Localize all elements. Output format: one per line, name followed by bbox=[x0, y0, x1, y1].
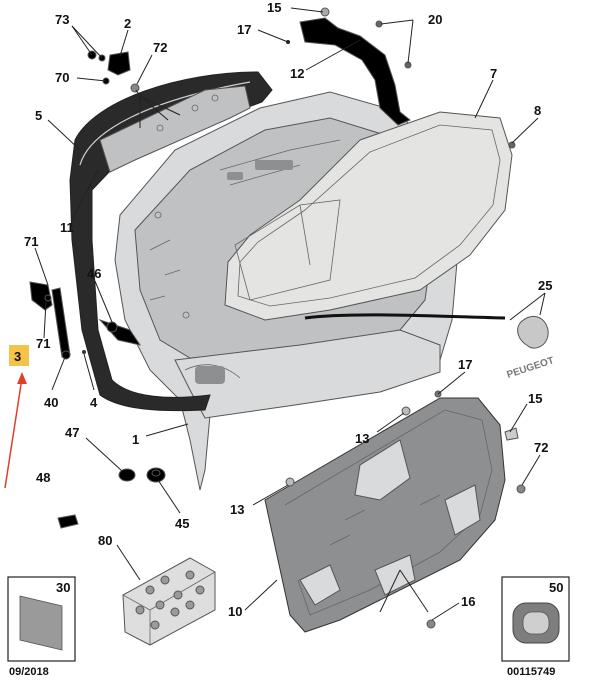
upper-trim-panel bbox=[99, 85, 251, 173]
callout-47: 47 bbox=[65, 425, 79, 440]
callout-5: 5 bbox=[35, 108, 42, 123]
callout-13-lower: 13 bbox=[230, 502, 244, 517]
callout-20: 20 bbox=[428, 12, 442, 27]
hinge-parts-top-left bbox=[87, 50, 131, 85]
callout-8: 8 bbox=[534, 103, 541, 118]
callout-1: 1 bbox=[132, 432, 139, 447]
annotation-arrowhead bbox=[17, 372, 27, 384]
callout-17-top: 17 bbox=[237, 22, 251, 37]
gas-strut bbox=[29, 281, 71, 360]
callout-17-bottom: 17 bbox=[458, 357, 472, 372]
callout-16: 16 bbox=[461, 594, 475, 609]
callout-70: 70 bbox=[55, 70, 69, 85]
highlighted-callout-3: 3 bbox=[9, 345, 29, 366]
rear-glass bbox=[224, 111, 513, 321]
clip-72-top bbox=[130, 83, 140, 93]
clip-kit-box bbox=[122, 557, 216, 646]
peugeot-badge: PEUGEOT bbox=[506, 315, 556, 381]
callout-11: 11 bbox=[60, 220, 74, 235]
inset-box-30: 30 bbox=[7, 576, 76, 662]
wash-tube bbox=[304, 313, 506, 320]
glass-frame-inner bbox=[234, 199, 341, 301]
callout-15-bottom: 15 bbox=[528, 391, 542, 406]
inset-30-caption: 09/2018 bbox=[9, 666, 49, 678]
callout-10: 10 bbox=[228, 604, 242, 619]
callout-46: 46 bbox=[87, 266, 101, 281]
callout-45: 45 bbox=[175, 516, 189, 531]
inset-box-50: 50 bbox=[501, 576, 570, 662]
callout-4: 4 bbox=[90, 395, 98, 410]
callout-2: 2 bbox=[124, 16, 131, 31]
callout-73: 73 bbox=[55, 12, 69, 27]
svg-text:3: 3 bbox=[14, 349, 21, 364]
callout-15-top: 15 bbox=[267, 0, 281, 15]
callout-7: 7 bbox=[490, 66, 497, 81]
callout-72-top: 72 bbox=[153, 40, 167, 55]
callout-48: 48 bbox=[36, 470, 50, 485]
inset-30-number: 30 bbox=[56, 580, 70, 595]
callout-80: 80 bbox=[98, 533, 112, 548]
lower-trim-panel bbox=[264, 397, 506, 633]
annotation-arrow bbox=[4, 377, 23, 489]
callout-13-upper: 13 bbox=[355, 431, 369, 446]
callout-25: 25 bbox=[538, 278, 552, 293]
callout-labels: 73 2 72 70 5 11 15 17 20 12 7 8 71 71 46… bbox=[24, 0, 552, 619]
callout-40: 40 bbox=[44, 395, 58, 410]
leader-lines bbox=[34, 7, 546, 621]
clip-47 bbox=[118, 468, 136, 482]
callout-71-upper: 71 bbox=[24, 234, 38, 249]
pad-48 bbox=[57, 514, 79, 529]
clip-4 bbox=[82, 350, 86, 354]
hinge-arm bbox=[286, 7, 412, 126]
button-45 bbox=[146, 467, 166, 483]
part-8-clip bbox=[508, 141, 516, 149]
callout-72-bottom: 72 bbox=[534, 440, 548, 455]
inset-50-caption: 00115749 bbox=[507, 666, 555, 678]
callout-71-lower: 71 bbox=[36, 336, 50, 351]
callout-12: 12 bbox=[290, 66, 304, 81]
badge-text: PEUGEOT bbox=[506, 355, 556, 381]
inset-50-number: 50 bbox=[549, 580, 563, 595]
